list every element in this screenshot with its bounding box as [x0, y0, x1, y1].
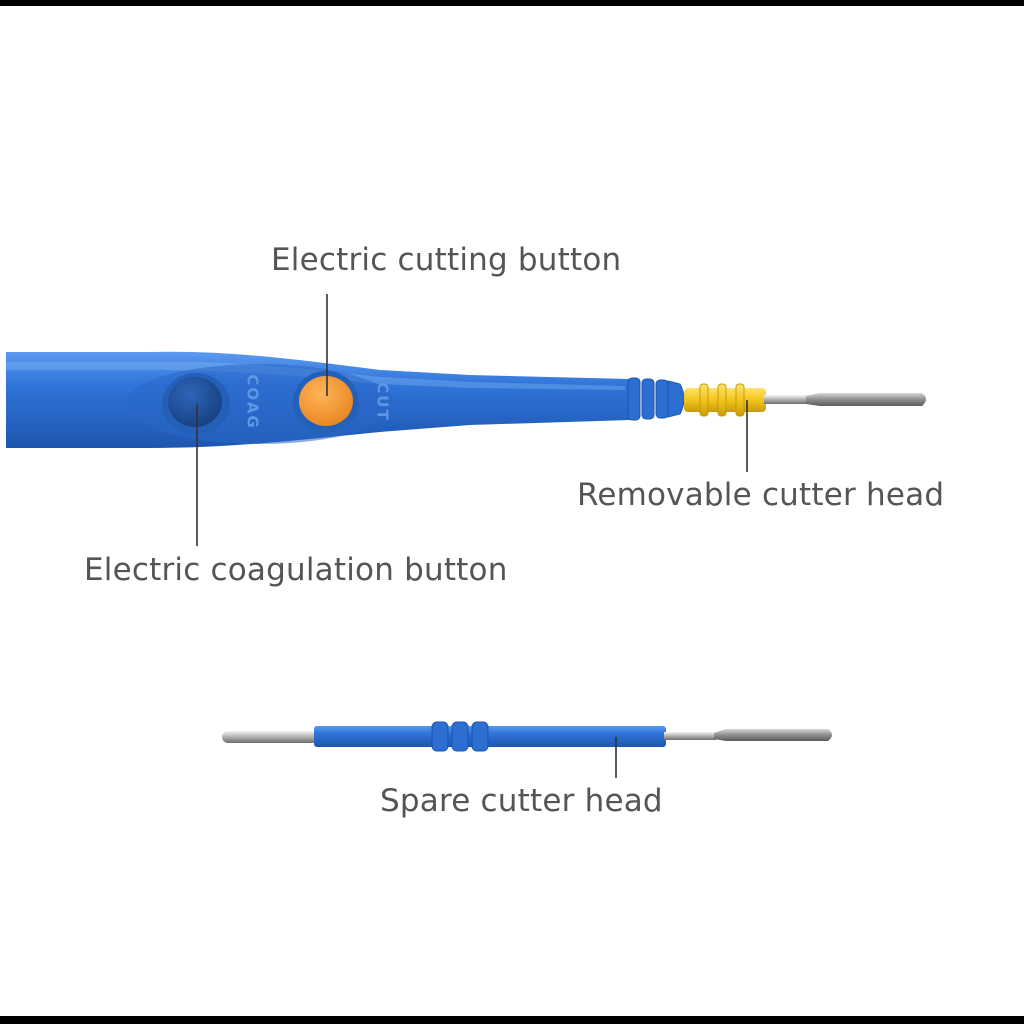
- grip-rings: [627, 377, 685, 421]
- top-border: [0, 0, 1024, 6]
- yellow-collar: [684, 383, 766, 417]
- label-electric-cutting-button: Electric cutting button: [271, 242, 622, 278]
- steel-shaft: [764, 395, 808, 404]
- spare-cutter-head: [222, 721, 832, 752]
- cut-marking: CUT: [374, 382, 392, 421]
- label-removable-cutter-head: Removable cutter head: [577, 477, 945, 513]
- coag-marking: COAG: [244, 374, 262, 429]
- label-electric-coagulation-button: Electric coagulation button: [84, 552, 508, 588]
- cut-button-graphic: [293, 371, 359, 433]
- bottom-border: [0, 1016, 1024, 1024]
- blade-tip: [806, 393, 926, 406]
- label-spare-cutter-head: Spare cutter head: [380, 783, 663, 819]
- electrosurgical-pencil: COAG CUT: [6, 351, 926, 448]
- coag-button-graphic: [162, 373, 230, 435]
